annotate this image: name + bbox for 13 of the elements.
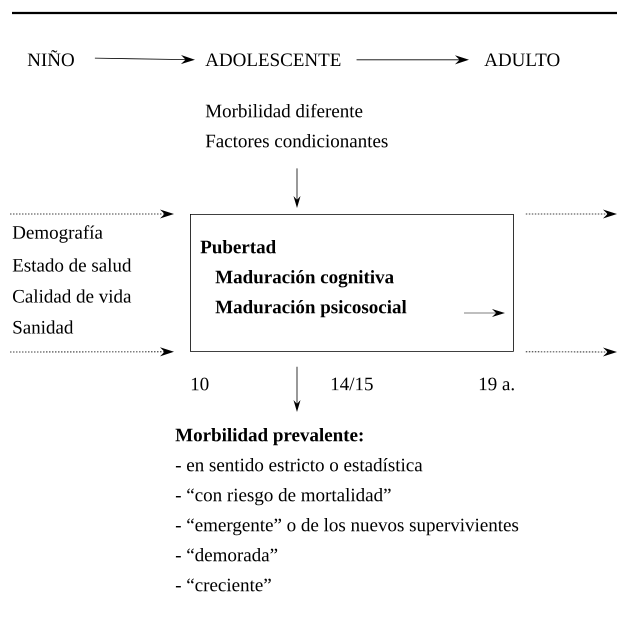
- process-box: Pubertad Maduración cognitiva Maduración psicosocial: [190, 214, 514, 352]
- factor-label: Estado de salud: [12, 258, 132, 272]
- factors-text: Morbilidad diferente Factores condicionantes: [206, 104, 388, 148]
- stage-label: ADULTO: [484, 53, 560, 66]
- factor-label: Demografía: [12, 225, 103, 243]
- age-label: 14/15: [332, 378, 373, 390]
- morbidity-list: Morbilidad prevalente: - en sentido estricto o estadística - “con riesgo de mortalidad” - “emergente” o de los nuevos supervivientes - “demorada” - “creciente”: [176, 428, 518, 592]
- age-label: 10: [192, 378, 208, 390]
- stage-label: ADOLESCENTE: [205, 53, 340, 66]
- age-label: 19 a.: [480, 378, 514, 390]
- factor-label: Sanidad: [13, 320, 74, 334]
- factor-label: Calidad de vida: [12, 289, 132, 303]
- stage-label: NIÑO: [28, 50, 74, 66]
